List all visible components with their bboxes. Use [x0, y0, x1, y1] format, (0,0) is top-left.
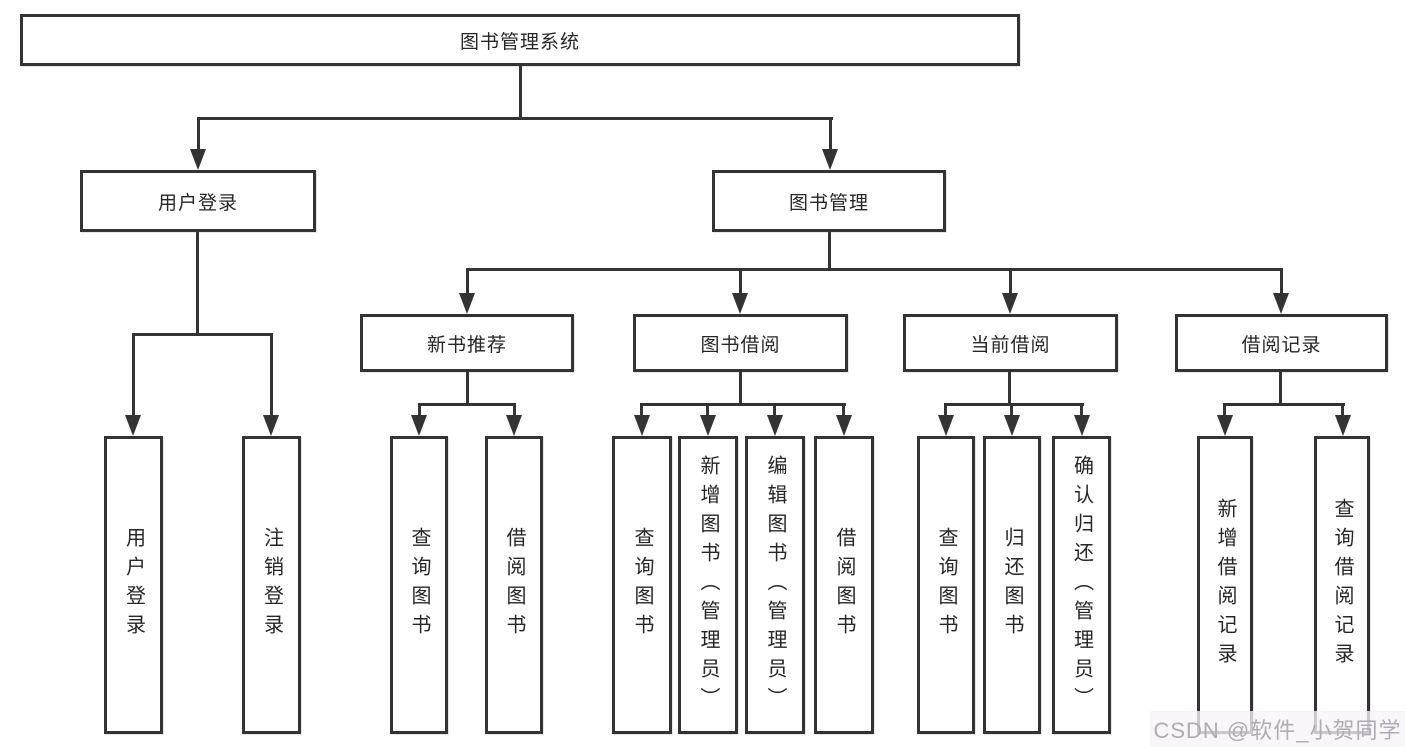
- leaf-return-book: 归还图书: [983, 436, 1041, 734]
- leaf-borrow-book: 借阅图书: [814, 436, 874, 734]
- leaf-user-login-label: 用户登录: [122, 527, 145, 643]
- node-book-borrow-label: 图书借阅: [700, 334, 781, 356]
- leaf-return-book-label: 归还图书: [1001, 527, 1023, 643]
- leaf-confirm-return-admin-label: 确认归还（管理员）: [1070, 454, 1093, 716]
- node-borrow-records-label: 借阅记录: [1241, 334, 1322, 356]
- arrow-down-icon: [1004, 415, 1020, 436]
- connector-book-mgmt-rail: [466, 268, 1283, 271]
- arrow-down-icon: [836, 415, 852, 436]
- leaf-query-book-rec-label: 查询图书: [408, 527, 430, 643]
- leaf-query-book-borrow-label: 查询图书: [631, 527, 653, 643]
- leaf-query-borrow-record: 查询借阅记录: [1314, 436, 1370, 734]
- connector-drop-leaf-user-login: [132, 333, 135, 417]
- connector-drop-borrow-records: [1280, 268, 1283, 295]
- node-book-mgmt-branch: 图书管理: [712, 170, 946, 232]
- connector-drop: [773, 403, 776, 417]
- connector-book-borrow-rail: [641, 403, 846, 406]
- arrow-down-icon: [700, 415, 716, 436]
- node-current-borrow: 当前借阅: [903, 314, 1118, 372]
- connector-drop: [842, 403, 845, 417]
- leaf-borrow-book-rec-label: 借阅图书: [503, 527, 525, 643]
- arrow-down-icon: [125, 415, 141, 436]
- leaf-user-login: 用户登录: [104, 436, 163, 734]
- leaf-logout: 注销登录: [242, 436, 301, 734]
- leaf-add-borrow-record-label: 新增借阅记录: [1214, 498, 1236, 672]
- connector-drop-book-mgmt: [829, 117, 832, 151]
- arrow-down-icon: [506, 415, 522, 436]
- connector-new-book-rec-stem: [466, 372, 469, 406]
- connector-user-login-rail: [132, 333, 273, 336]
- connector-drop-book-borrow: [739, 268, 742, 295]
- leaf-confirm-return-admin: 确认归还（管理员）: [1052, 436, 1111, 734]
- arrow-down-icon: [263, 415, 279, 436]
- connector-user-login-stem: [196, 232, 199, 336]
- arrow-down-icon: [190, 149, 206, 170]
- leaf-borrow-book-rec: 借阅图书: [485, 436, 543, 734]
- leaf-query-book-current: 查询图书: [917, 436, 975, 734]
- connector-drop-leaf-logout: [270, 333, 273, 417]
- connector-drop: [640, 403, 643, 417]
- connector-borrow-records-stem: [1279, 372, 1282, 406]
- connector-current-borrow-stem: [1008, 372, 1011, 406]
- node-system-root: 图书管理系统: [20, 14, 1020, 66]
- leaf-query-book-current-label: 查询图书: [935, 527, 957, 643]
- node-borrow-records: 借阅记录: [1175, 314, 1388, 372]
- connector-drop: [1223, 403, 1226, 417]
- connector-drop: [513, 403, 516, 417]
- arrow-down-icon: [1335, 415, 1351, 436]
- leaf-query-borrow-record-label: 查询借阅记录: [1331, 498, 1353, 672]
- leaf-borrow-book-label: 借阅图书: [833, 527, 855, 643]
- leaf-add-borrow-record: 新增借阅记录: [1197, 436, 1253, 734]
- connector-new-book-rec-rail: [418, 403, 516, 406]
- connector-root-rail: [197, 117, 833, 120]
- watermark-text: CSDN @软件_小贺同学: [1153, 718, 1402, 743]
- leaf-edit-book-admin: 编辑图书（管理员）: [745, 436, 805, 734]
- connector-drop-current-borrow: [1009, 268, 1012, 295]
- arrow-down-icon: [411, 415, 427, 436]
- node-new-book-rec-label: 新书推荐: [426, 334, 507, 356]
- node-user-login-branch: 用户登录: [80, 170, 316, 232]
- connector-root-stem: [519, 66, 522, 119]
- arrow-down-icon: [1074, 415, 1090, 436]
- leaf-query-book-rec: 查询图书: [390, 436, 448, 734]
- node-system-root-label: 图书管理系统: [459, 31, 580, 53]
- connector-drop: [1010, 403, 1013, 417]
- node-book-borrow: 图书借阅: [633, 314, 848, 372]
- node-new-book-rec: 新书推荐: [360, 314, 574, 372]
- leaf-add-book-admin-label: 新增图书（管理员）: [697, 454, 719, 716]
- connector-drop-new-book-rec: [466, 268, 469, 295]
- node-current-borrow-label: 当前借阅: [970, 334, 1051, 356]
- arrow-down-icon: [1273, 293, 1289, 314]
- connector-book-mgmt-stem: [828, 232, 831, 270]
- connector-book-borrow-stem: [739, 372, 742, 406]
- leaf-edit-book-admin-label: 编辑图书（管理员）: [764, 454, 786, 716]
- arrow-down-icon: [1002, 293, 1018, 314]
- arrow-down-icon: [938, 415, 954, 436]
- leaf-query-book-borrow: 查询图书: [612, 436, 672, 734]
- arrow-down-icon: [459, 293, 475, 314]
- connector-current-borrow-rail: [944, 403, 1084, 406]
- connector-drop: [418, 403, 421, 417]
- arrow-down-icon: [1217, 415, 1233, 436]
- node-book-mgmt-branch-label: 图书管理: [788, 192, 869, 214]
- connector-drop: [1341, 403, 1344, 417]
- node-user-login-branch-label: 用户登录: [157, 192, 238, 214]
- arrow-down-icon: [822, 149, 838, 170]
- connector-drop: [944, 403, 947, 417]
- connector-drop: [1080, 403, 1083, 417]
- connector-drop-user-login: [197, 117, 200, 151]
- leaf-logout-label: 注销登录: [260, 527, 283, 643]
- arrow-down-icon: [767, 415, 783, 436]
- arrow-down-icon: [732, 293, 748, 314]
- watermark: CSDN @软件_小贺同学: [1150, 711, 1405, 747]
- connector-drop: [706, 403, 709, 417]
- connector-borrow-records-rail: [1223, 403, 1345, 406]
- arrow-down-icon: [634, 415, 650, 436]
- leaf-add-book-admin: 新增图书（管理员）: [678, 436, 738, 734]
